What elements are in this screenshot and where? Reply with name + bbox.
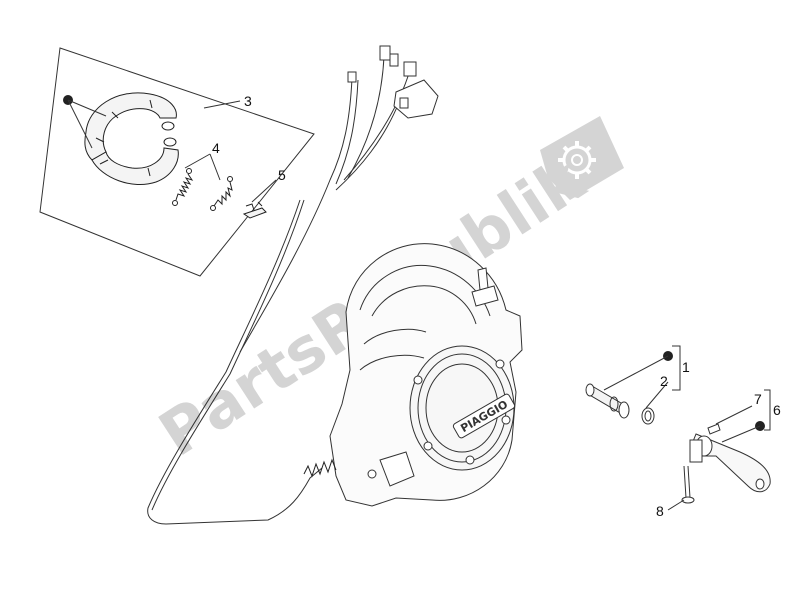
wiring-harness [147, 45, 439, 525]
clutch-shaft [585, 383, 630, 419]
callout-4: 4 [212, 140, 220, 156]
callout-8: 8 [656, 503, 664, 519]
callout-7: 7 [754, 391, 762, 407]
o-ring [641, 407, 655, 425]
clutch-lever [689, 433, 771, 493]
clutch-lever-parts [585, 345, 771, 511]
kit-box-outline [39, 47, 315, 277]
engine-assembly: PIAGGIO [303, 243, 523, 507]
gear-icon [558, 141, 596, 179]
callout-5: 5 [278, 167, 286, 183]
callout-3: 3 [244, 93, 252, 109]
spring-left [172, 168, 194, 206]
callout-2: 2 [660, 373, 668, 389]
watermark-logo [540, 116, 624, 200]
brake-shoe-kit [39, 47, 315, 277]
lever-bolt [681, 465, 695, 504]
callout-6: 6 [773, 402, 781, 418]
cable-spring [303, 458, 337, 478]
control-cable [147, 199, 323, 525]
callout-1: 1 [682, 359, 690, 375]
woodruff-key [707, 423, 721, 435]
retaining-clip [242, 201, 267, 219]
brake-shoes [84, 92, 179, 186]
spring-right [210, 176, 233, 211]
